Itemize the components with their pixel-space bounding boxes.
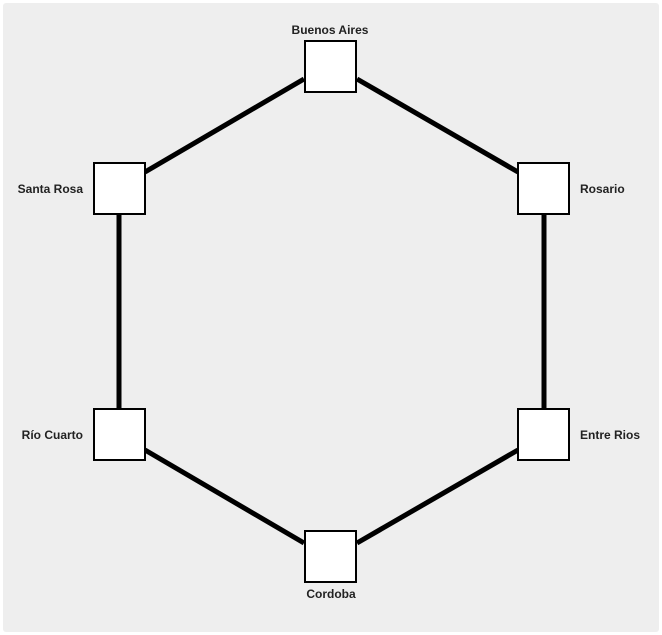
- edge-buenos-aires-rosario: [355, 76, 520, 175]
- node-rosario[interactable]: Rosario: [517, 162, 625, 215]
- edge-cordoba-rio-cuarto: [143, 447, 306, 546]
- node-entre-rios[interactable]: Entre Rios: [517, 408, 640, 461]
- edges-layer: [116, 76, 547, 546]
- node-buenos-aires[interactable]: Buenos Aires: [292, 23, 369, 93]
- node-label: Río Cuarto: [22, 428, 83, 442]
- nodes-layer: Buenos Aires Rosario Entre Rios Cordoba …: [18, 23, 641, 601]
- node-label: Buenos Aires: [292, 23, 369, 37]
- node-box[interactable]: [93, 162, 146, 215]
- node-box[interactable]: [93, 408, 146, 461]
- node-box[interactable]: [304, 530, 357, 583]
- node-label: Entre Rios: [580, 428, 640, 442]
- diagram-canvas: [3, 3, 659, 632]
- node-santa-rosa[interactable]: Santa Rosa: [18, 162, 146, 215]
- node-box[interactable]: [517, 162, 570, 215]
- node-rio-cuarto[interactable]: Río Cuarto: [22, 408, 146, 461]
- edge-santa-rosa-buenos-aires: [143, 76, 306, 175]
- node-label: Rosario: [580, 182, 625, 196]
- node-label: Cordoba: [306, 587, 356, 601]
- node-box[interactable]: [304, 40, 357, 93]
- edge-entre-rios-cordoba: [355, 447, 520, 546]
- node-box[interactable]: [517, 408, 570, 461]
- node-cordoba[interactable]: Cordoba: [304, 530, 357, 601]
- node-label: Santa Rosa: [18, 182, 84, 196]
